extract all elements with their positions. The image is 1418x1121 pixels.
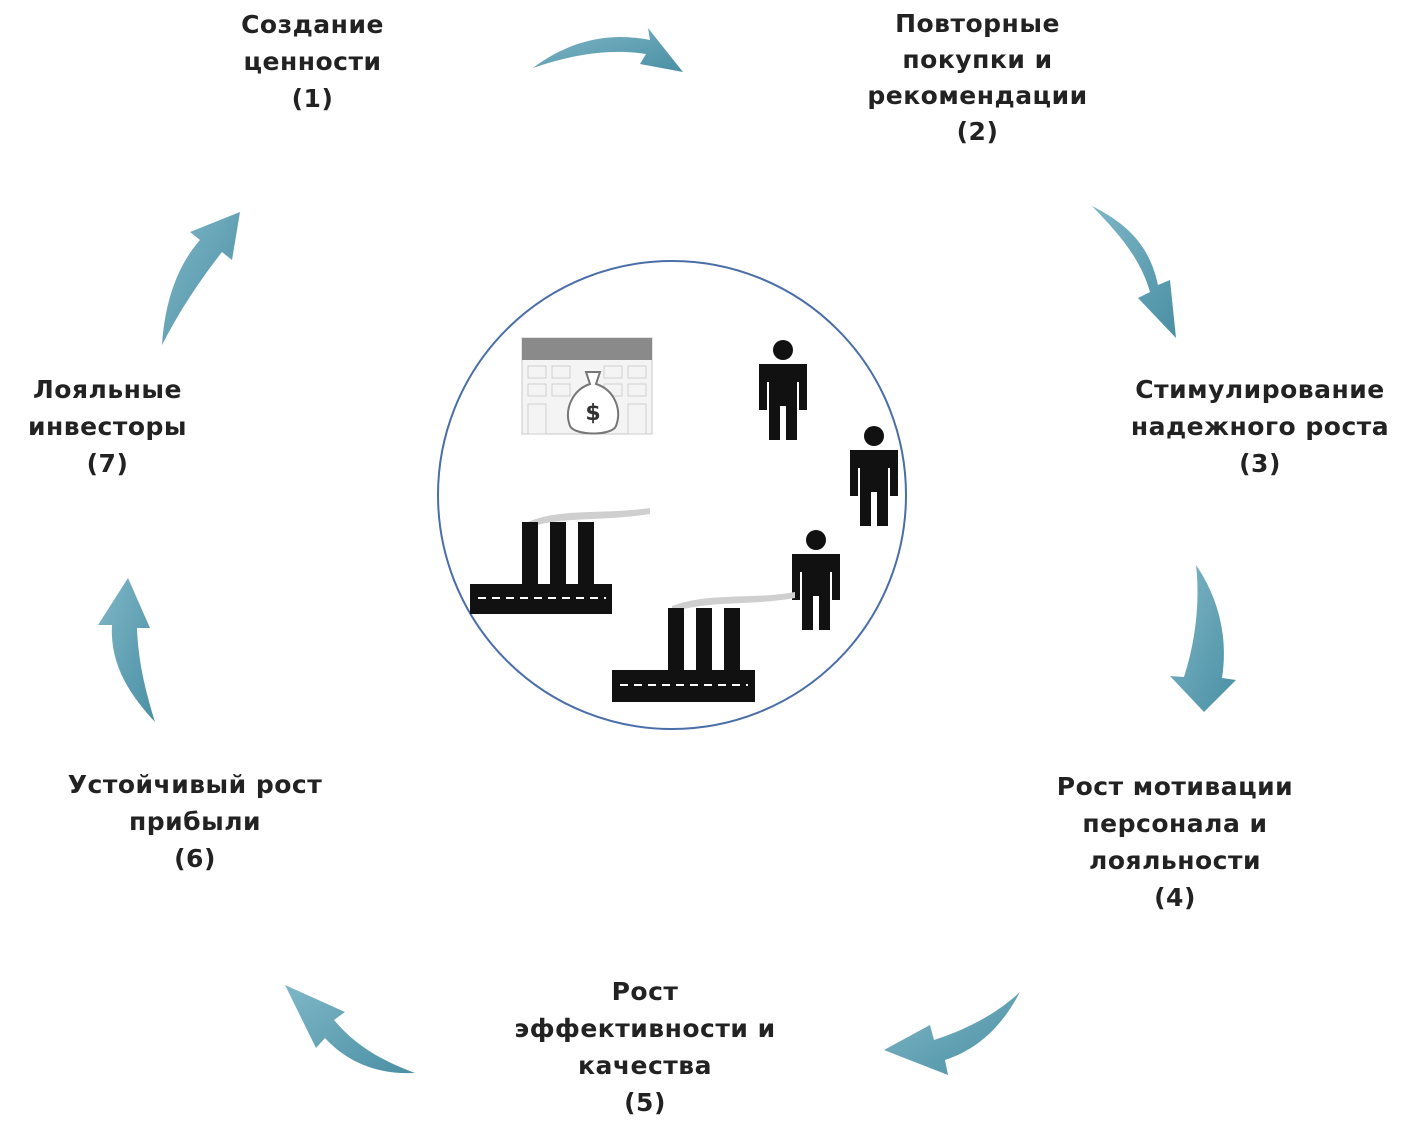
step-3-label: Стимулирование надежного роста (3) <box>1105 371 1415 482</box>
money-sign: $ <box>585 401 600 426</box>
step-2-line-1: Повторные <box>895 9 1060 38</box>
step-5-line-2: эффективности и <box>514 1014 776 1043</box>
step-1-line-1: Создание <box>241 10 384 39</box>
step-3-number: (3) <box>1239 449 1281 478</box>
step-2-line-3: рекомендации <box>867 81 1088 110</box>
step-4-label: Рост мотивации персонала и лояльности (4… <box>1020 768 1330 916</box>
arrow-3-to-4 <box>1170 565 1236 712</box>
arrow-4-to-5 <box>884 992 1020 1075</box>
step-3-line-1: Стимулирование <box>1135 375 1385 404</box>
money-bag-icon: $ <box>567 371 620 435</box>
person-icon <box>850 426 898 526</box>
step-7-line-2: инвесторы <box>27 412 188 441</box>
step-6-line-2: прибыли <box>128 807 262 836</box>
arrow-7-to-1 <box>162 212 240 345</box>
person-icon <box>792 530 840 630</box>
step-7-number: (7) <box>86 449 129 478</box>
factory-icon <box>612 592 795 702</box>
arrow-1-to-2 <box>533 28 683 72</box>
step-4-line-1: Рост мотивации <box>1056 772 1294 801</box>
step-2-line-2: покупки и <box>902 45 1053 74</box>
step-7-line-1: Лояльные <box>33 375 182 404</box>
factory-icon <box>470 508 650 614</box>
bank-building-icon: $ <box>521 337 653 435</box>
step-5-label: Рост эффективности и качества (5) <box>480 973 810 1121</box>
step-1-line-2: ценности <box>243 47 382 76</box>
step-5-number: (5) <box>624 1088 666 1117</box>
step-6-label: Устойчивый рост прибыли (6) <box>35 766 355 877</box>
arrow-5-to-6 <box>285 985 415 1074</box>
step-2-number: (2) <box>956 117 999 146</box>
step-5-line-3: качества <box>578 1051 712 1080</box>
step-3-line-2: надежного роста <box>1130 412 1390 441</box>
step-2-label: Повторные покупки и рекомендации (2) <box>840 6 1115 150</box>
person-icon <box>759 340 807 440</box>
step-4-line-3: лояльности <box>1089 846 1261 875</box>
step-4-number: (4) <box>1154 883 1196 912</box>
cycle-arrows <box>98 28 1236 1075</box>
step-4-line-2: персонала и <box>1082 809 1268 838</box>
arrow-6-to-7 <box>98 578 155 722</box>
central-circle <box>437 260 907 730</box>
step-1-number: (1) <box>291 84 334 113</box>
step-6-number: (6) <box>174 844 216 873</box>
step-1-label: Создание ценности (1) <box>200 6 425 117</box>
step-7-label: Лояльные инвесторы (7) <box>5 371 210 482</box>
step-5-line-1: Рост <box>611 977 679 1006</box>
arrow-2-to-3 <box>1092 206 1176 338</box>
step-6-line-1: Устойчивый рост <box>67 770 323 799</box>
